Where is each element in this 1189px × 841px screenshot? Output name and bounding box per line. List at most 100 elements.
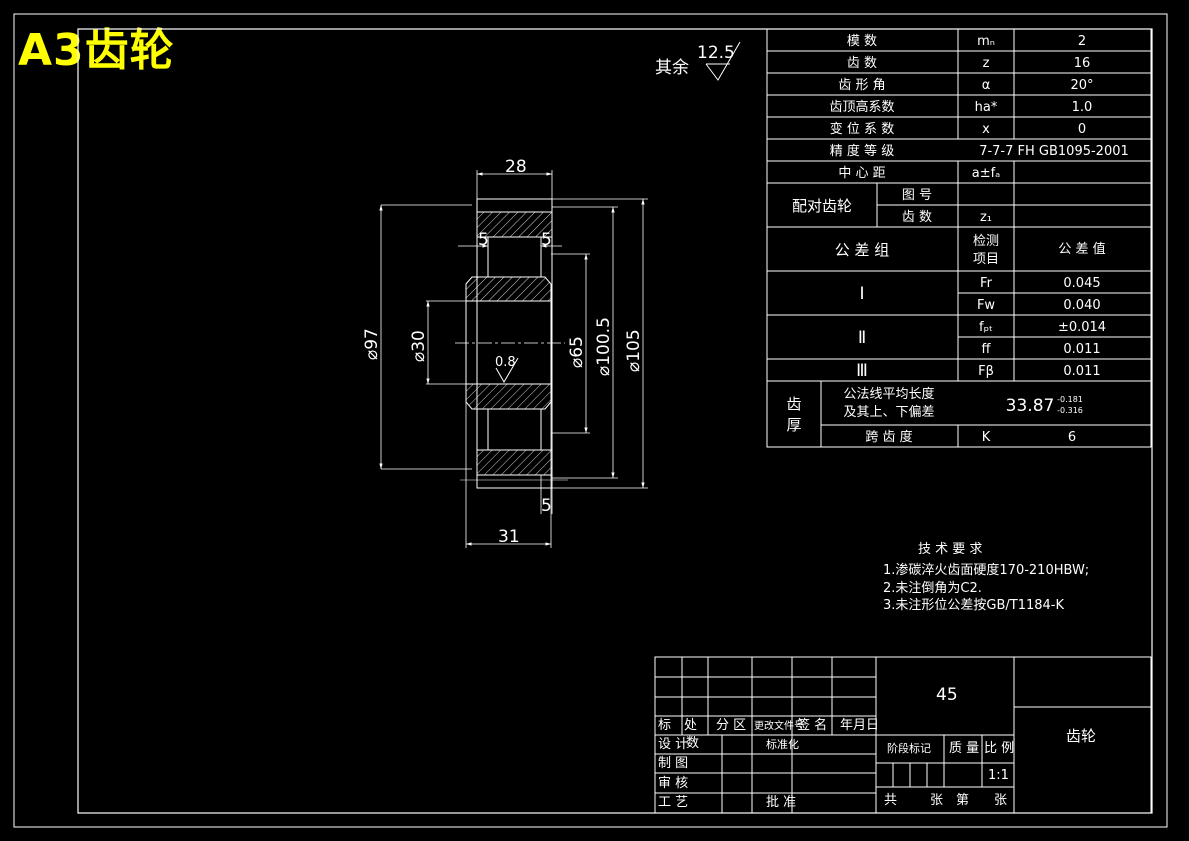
- param-value-0: 2: [1078, 34, 1086, 49]
- precision-value: 7-7-7 FH GB1095-2001: [979, 144, 1129, 159]
- param-symbol-4: x: [982, 122, 990, 137]
- tb-sheets-num: 第: [956, 793, 969, 808]
- part-name: 齿轮: [1066, 727, 1096, 745]
- group-3-val-1: 0.011: [1063, 364, 1100, 379]
- group-roman-1: Ⅰ: [859, 284, 864, 304]
- group-1-sym-1: Fr: [980, 276, 993, 291]
- dim-28: 28: [505, 157, 527, 177]
- param-name-1: 齿 数: [847, 56, 877, 71]
- tb-drawing: 制 图: [658, 756, 688, 771]
- tb-stage: 阶段标记: [887, 741, 931, 755]
- span-label: 跨 齿 度: [865, 429, 912, 445]
- group-2-sym-1: fₚₜ: [979, 320, 993, 335]
- dim-65: ⌀65: [567, 336, 587, 368]
- center-name: 中 心 距: [838, 166, 885, 181]
- dimension-lines: [379, 170, 648, 548]
- tb-header-2: 分 区: [716, 718, 746, 733]
- group-2-val-1: ±0.014: [1058, 320, 1106, 335]
- dim-chamfer-left: 5: [478, 230, 489, 250]
- span-symbol: K: [982, 430, 991, 445]
- dim-100-5: ⌀100.5: [594, 317, 614, 376]
- param-value-1: 16: [1074, 56, 1091, 71]
- tech-line-1: 1.渗碳淬火齿面硬度170-210HBW;: [883, 562, 1089, 578]
- tb-standard: 标准化: [766, 737, 799, 751]
- pair-label: 配对齿轮: [792, 197, 852, 215]
- tb-weight: 质 量: [949, 741, 979, 756]
- tech-requirements: 技 术 要 求 1.渗碳淬火齿面硬度170-210HBW; 2.未注倒角为C2.…: [883, 542, 1089, 613]
- dim-chamfer-bottom: 5: [541, 496, 552, 516]
- param-symbol-2: α: [982, 78, 991, 93]
- material: 45: [936, 685, 958, 705]
- tb-header-3: 更改文件号: [754, 719, 804, 732]
- param-value-2: 20°: [1070, 78, 1093, 93]
- roughness-mark: 其余 12.5: [655, 41, 741, 81]
- group-2-sym-2: ff: [982, 342, 992, 357]
- normal-length-label-1: 公法线平均长度: [843, 386, 934, 402]
- param-value-3: 1.0: [1072, 100, 1093, 115]
- inner-frame: [77, 28, 1153, 814]
- dim-30: ⌀30: [409, 330, 429, 362]
- center-symbol: a±fₐ: [972, 166, 1001, 181]
- normal-length-label-2: 及其上、下偏差: [843, 405, 934, 420]
- normal-length-lower: -0.316: [1057, 406, 1083, 415]
- roughness-label: 其余: [655, 58, 689, 78]
- normal-length-value: 33.87: [1006, 396, 1055, 416]
- roughness-value: 12.5: [697, 43, 735, 63]
- title-block-grid: [654, 656, 1152, 814]
- param-symbol-3: ha*: [975, 100, 998, 115]
- tb-header-count: 数: [686, 736, 699, 751]
- pair-teeth-symbol: z₁: [980, 210, 992, 225]
- tol-value-label: 公 差 值: [1058, 241, 1105, 257]
- param-table-grid: [766, 28, 1152, 448]
- param-symbol-1: z: [983, 56, 990, 71]
- title-block-text: 45 齿轮 标 处 分 区 更改文件号 签 名 年月日 数 设 计 标准化 制 …: [658, 685, 1096, 810]
- pair-teeth: 齿 数: [902, 210, 932, 225]
- tb-approve: 批 准: [766, 795, 796, 810]
- tb-header-4: 签 名: [797, 717, 827, 733]
- param-name-0: 模 数: [847, 34, 877, 49]
- tb-header-0: 标: [658, 718, 671, 733]
- tb-scale: 1:1: [988, 768, 1009, 783]
- group-3-sym-1: Fβ: [978, 364, 994, 379]
- param-table-text: 模 数 mₙ 2 齿 数 z 16 齿 形 角 α 20° 齿顶高系数 ha* …: [786, 34, 1128, 445]
- param-name-3: 齿顶高系数: [829, 99, 894, 115]
- tech-line-3: 3.未注形位公差按GB/T1184-K: [883, 598, 1064, 613]
- tb-sheets-total: 共: [884, 793, 897, 808]
- param-name-2: 齿 形 角: [838, 78, 885, 93]
- dim-97: ⌀97: [362, 328, 382, 360]
- surface-value: 0.8: [495, 355, 516, 370]
- dim-chamfer-right: 5: [541, 230, 552, 250]
- group-2-val-2: 0.011: [1063, 342, 1100, 357]
- group-1-sym-2: Fw: [977, 298, 995, 313]
- precision-name: 精 度 等 级: [830, 143, 894, 159]
- tb-sheets-of: 张: [930, 793, 943, 808]
- dim-31: 31: [498, 527, 520, 547]
- tech-heading: 技 术 要 求: [918, 542, 982, 557]
- param-symbol-0: mₙ: [977, 34, 995, 49]
- param-value-4: 0: [1078, 122, 1086, 137]
- normal-length-upper: -0.181: [1057, 395, 1083, 404]
- tol-group-label: 公 差 组: [835, 241, 890, 259]
- span-value: 6: [1068, 430, 1076, 445]
- tb-scale-label: 比 例: [984, 741, 1014, 756]
- tb-header-1: 处: [684, 718, 697, 733]
- tol-item-label-1: 检测: [973, 234, 999, 249]
- tech-line-2: 2.未注倒角为C2.: [883, 581, 982, 596]
- group-1-val-1: 0.045: [1063, 276, 1100, 291]
- group-roman-3: Ⅲ: [856, 361, 868, 381]
- tb-review: 审 核: [658, 776, 688, 791]
- thickness-label-1: 齿: [786, 395, 801, 413]
- tb-sheets-end: 张: [994, 793, 1007, 808]
- tb-process: 工 艺: [658, 795, 688, 810]
- param-name-4: 变 位 系 数: [830, 121, 894, 137]
- group-1-val-2: 0.040: [1063, 298, 1100, 313]
- group-roman-2: Ⅱ: [858, 328, 866, 348]
- outer-frame: [13, 13, 1168, 828]
- tb-design: 设 计: [658, 737, 688, 752]
- tol-item-label-2: 项目: [973, 252, 999, 267]
- thickness-label-2: 厚: [786, 416, 801, 434]
- tb-header-5: 年月日: [840, 718, 879, 733]
- drawing-title: A3齿轮: [18, 25, 175, 76]
- dimension-texts: 28 5 5 ⌀97 ⌀30 ⌀65 ⌀100.5 ⌀105 5 31: [362, 157, 644, 547]
